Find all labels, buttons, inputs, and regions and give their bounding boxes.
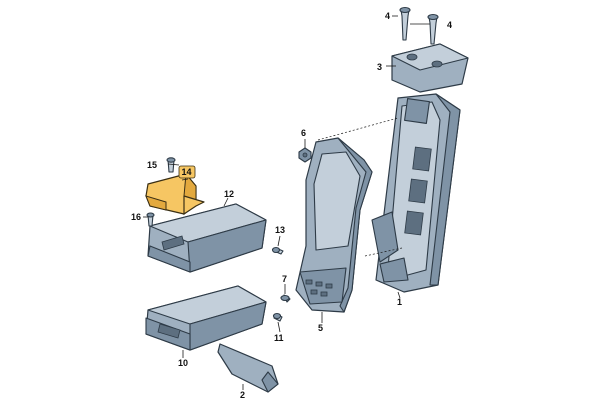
armrest-12: [147, 203, 267, 273]
callout-12: 12: [224, 189, 234, 199]
callout-10: 10: [178, 358, 188, 368]
callout-14-badge: [178, 165, 196, 179]
callout-15: 15: [147, 160, 157, 170]
callout-1: 1: [397, 297, 402, 307]
cap-3: [391, 43, 469, 93]
callout-3: 3: [377, 62, 382, 72]
callout-6: 6: [301, 128, 306, 138]
callout-14: 14: [182, 167, 192, 177]
callout-11: 11: [274, 333, 284, 343]
screw-13: [271, 246, 284, 255]
callout-5: 5: [318, 323, 323, 333]
assembly-line-a: [317, 117, 399, 141]
part-14-highlighted: [145, 172, 205, 216]
screw-7: [280, 294, 291, 303]
side-cover-5: [295, 137, 373, 313]
backrest-frame-1: [371, 93, 461, 293]
callout-2: 2: [240, 390, 245, 400]
screw-16: [146, 212, 155, 227]
screw-15: [166, 157, 176, 173]
panel-2: [217, 343, 279, 393]
leader-lines: [143, 15, 430, 390]
nut-6: [298, 147, 312, 163]
callout-13: 13: [275, 225, 285, 235]
callout-4a: 4: [385, 11, 390, 21]
screw-11: [272, 312, 283, 322]
callout-16: 16: [131, 212, 141, 222]
callout-7: 7: [282, 274, 287, 284]
callout-4b: 4: [447, 20, 452, 30]
screw-4a: [399, 6, 411, 41]
armrest-10: [145, 285, 267, 351]
screw-4b: [427, 13, 439, 45]
